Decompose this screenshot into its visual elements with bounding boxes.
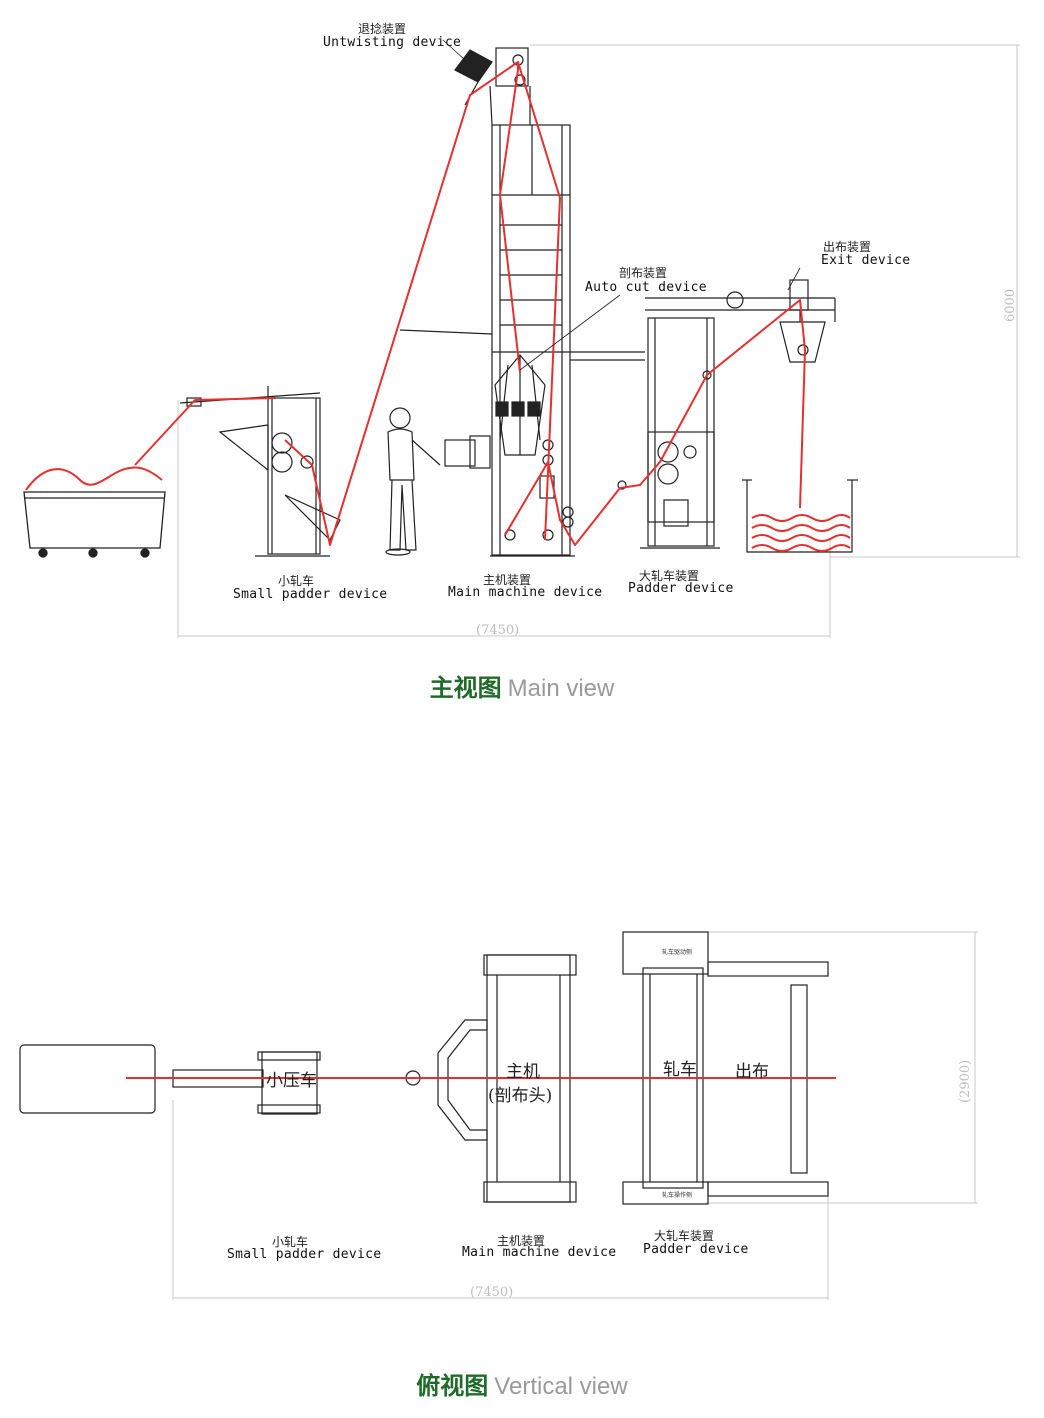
main-view-dimensions xyxy=(177,44,1020,638)
main-view-height-dimension: 6000 xyxy=(1003,288,1018,322)
top-view-equipment xyxy=(19,931,829,1205)
padder-plan-label: 轧车 xyxy=(663,1060,697,1080)
main-machine-label-en: Main machine device xyxy=(448,585,603,600)
top-view-width-dimension: (2900) xyxy=(958,1059,973,1103)
autocut-label-cn: 剖布装置 xyxy=(619,266,668,280)
top-padder-label-cn: 大轧车装置 xyxy=(654,1229,715,1243)
main-machine-tower xyxy=(399,124,645,557)
exit-label-en: Exit device xyxy=(821,253,911,268)
fabric-path-main xyxy=(25,61,851,552)
main-view-caption-cn: 主视图 xyxy=(429,674,502,702)
top-small-padder-label-cn: 小轧车 xyxy=(272,1235,309,1249)
padder-drive-side-label: 轧车驱动侧 xyxy=(662,949,693,956)
small-padder-machine xyxy=(179,386,341,557)
padder-label-cn: 大轧车装置 xyxy=(639,569,700,583)
small-padder-label-en: Small padder device xyxy=(233,587,388,602)
top-small-padder-label-en: Small padder device xyxy=(227,1247,382,1262)
padder-label-en: Padder device xyxy=(628,581,734,596)
top-main-machine-label-en: Main machine device xyxy=(462,1245,617,1260)
operator-figure xyxy=(385,407,441,556)
small-press-label: 小压车 xyxy=(266,1071,317,1091)
exit-device xyxy=(779,279,836,363)
top-view-caption-cn: 俯视图 xyxy=(416,1372,489,1400)
untwisting-label-cn: 退捻装置 xyxy=(358,22,407,36)
main-cut-head-label: (剖布头) xyxy=(488,1086,553,1106)
main-view-drawing xyxy=(23,39,1020,638)
exit-tank xyxy=(742,479,858,553)
main-view-length-dimension: (7450) xyxy=(476,623,520,638)
top-view-caption-en: Vertical view xyxy=(494,1373,628,1400)
untwisting-label-en: Untwisting device xyxy=(323,35,462,50)
exit-label-cn: 出布装置 xyxy=(823,240,872,254)
main-view-caption-en: Main view xyxy=(507,675,615,702)
fabric-trolley xyxy=(23,491,166,558)
main-machine-label-cn: 主机装置 xyxy=(483,573,532,587)
main-view-leaders xyxy=(442,39,801,371)
top-padder-label-en: Padder device xyxy=(643,1242,749,1257)
small-padder-label-cn: 小轧车 xyxy=(278,574,315,588)
top-view-length-dimension: (7450) xyxy=(470,1285,514,1300)
exit-plan-label: 出布 xyxy=(735,1062,769,1082)
main-label: 主机 xyxy=(506,1062,540,1082)
untwisting-device xyxy=(454,47,531,126)
autocut-label-en: Auto cut device xyxy=(585,280,707,295)
padder-operate-side-label: 轧车操作侧 xyxy=(662,1192,693,1199)
top-main-machine-label-cn: 主机装置 xyxy=(497,1234,546,1248)
